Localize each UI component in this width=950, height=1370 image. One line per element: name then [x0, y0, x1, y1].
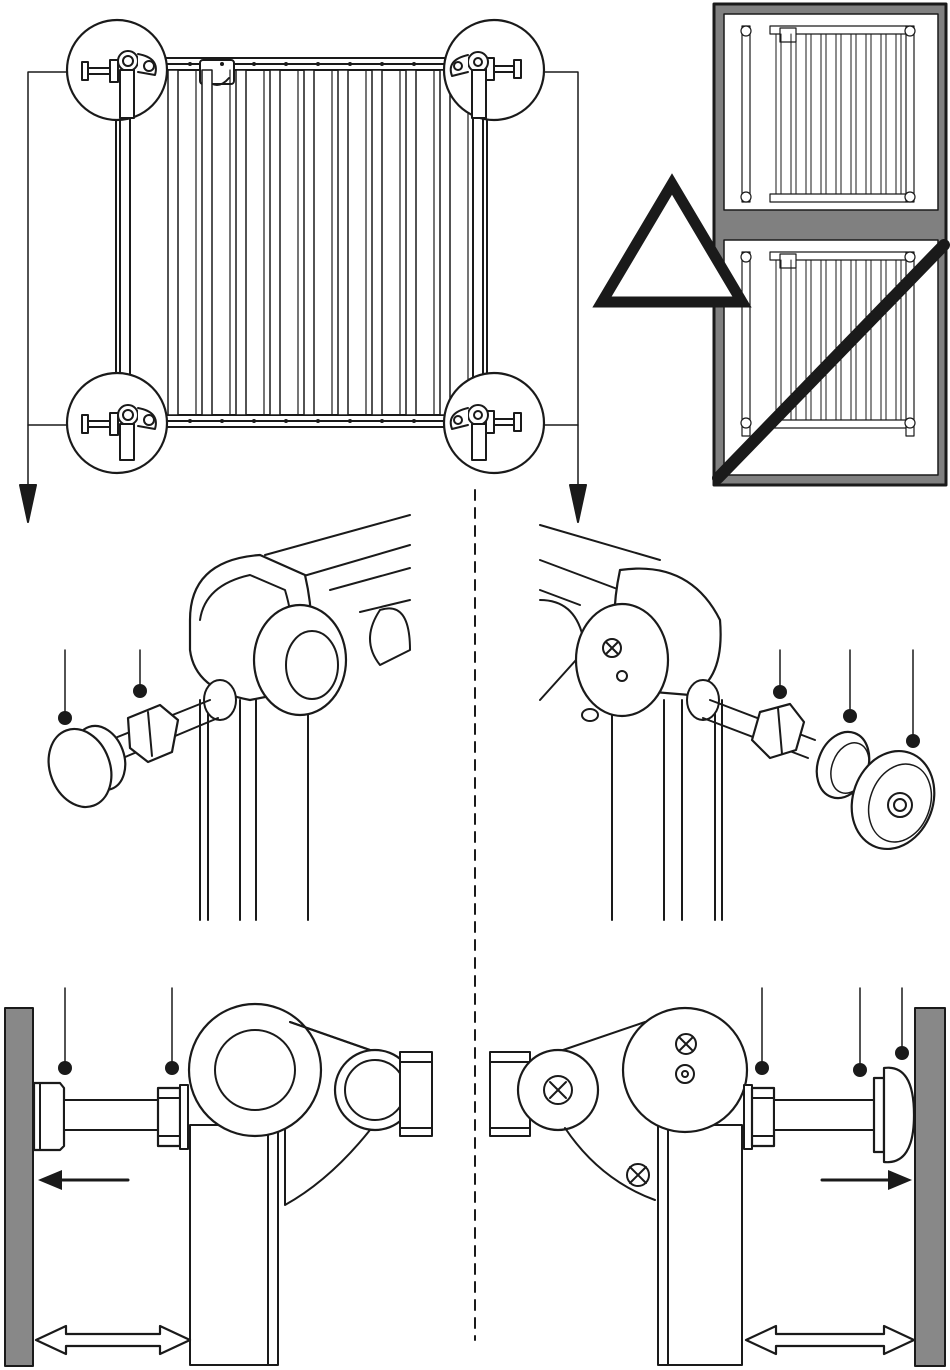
bumper-pad-left	[38, 719, 134, 816]
part-pointer-bumper	[58, 711, 72, 725]
gate-bar	[338, 70, 348, 415]
gap-double-arrow-right	[746, 1326, 914, 1354]
correct-orientation-gate	[724, 14, 938, 210]
callout-top-left	[67, 20, 167, 120]
gate-bar	[406, 70, 416, 415]
wall-view-right	[490, 988, 945, 1366]
gate-overview	[20, 20, 586, 522]
callout-top-right	[444, 20, 544, 120]
lock-nut-left	[128, 705, 178, 762]
wall-left	[5, 1008, 33, 1366]
gap-double-arrow-left	[36, 1326, 190, 1354]
detail-right	[540, 525, 948, 920]
lock-nut-right	[752, 704, 804, 758]
wall-right	[915, 1008, 945, 1366]
arrow-down-left-icon	[20, 485, 36, 522]
gate-bar	[202, 70, 212, 415]
part-pointer-nut	[133, 684, 147, 698]
callout-bottom-left	[67, 373, 167, 473]
part-pointer-endcap	[843, 709, 857, 723]
gate-bar	[168, 70, 178, 415]
gate-bars	[168, 70, 468, 415]
warning-panel	[602, 4, 946, 485]
bumper-pad-left-side	[34, 1083, 64, 1150]
gate-bar	[236, 70, 246, 415]
callout-bottom-right	[444, 373, 544, 473]
gate-bar	[440, 70, 450, 415]
incorrect-orientation-gate	[718, 240, 944, 478]
part-pointer-cup	[906, 734, 920, 748]
wall-view-left	[5, 988, 432, 1366]
arrow-down-right-icon	[570, 485, 586, 522]
gate-bar	[270, 70, 280, 415]
detail-left	[38, 515, 410, 920]
lock-nut-left-side	[158, 1088, 180, 1146]
part-pointer-nut-r	[773, 685, 787, 699]
gate-bar	[304, 70, 314, 415]
gate-bar	[372, 70, 382, 415]
